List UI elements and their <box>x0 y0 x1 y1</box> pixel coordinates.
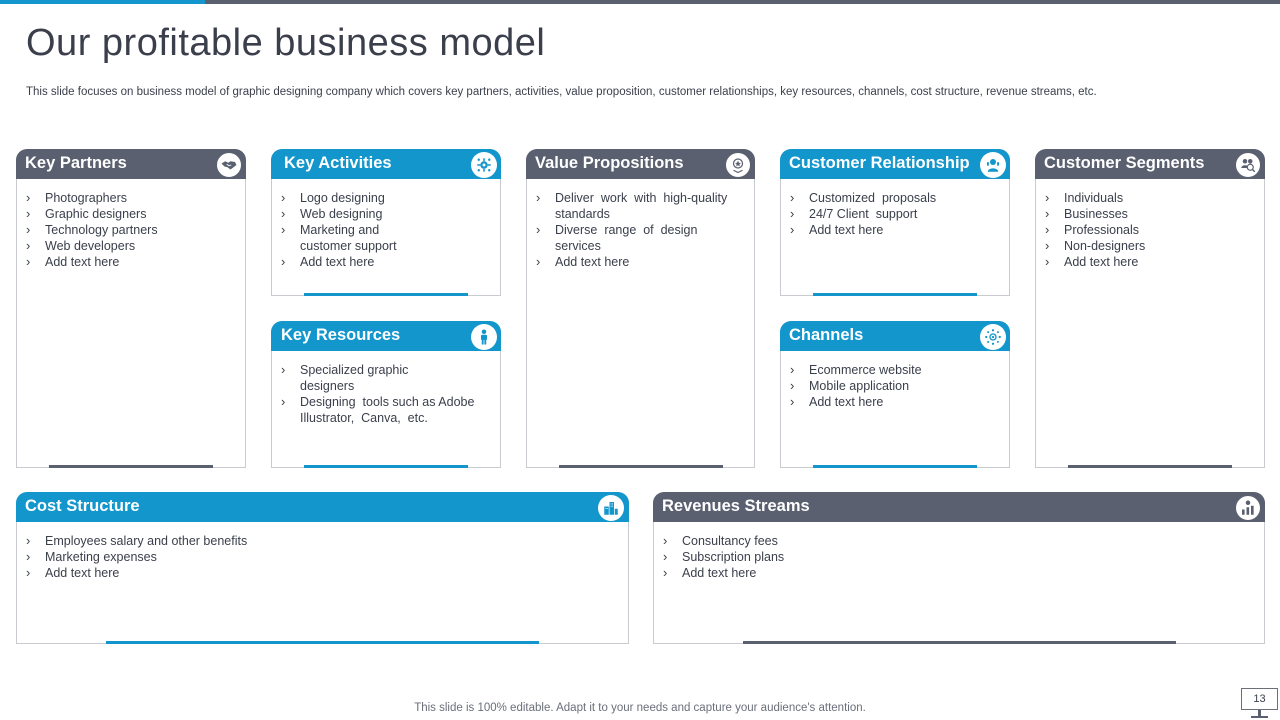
card-bottom-line <box>304 465 468 468</box>
card-bottom-line <box>304 293 468 296</box>
list-item: Non-designers <box>1045 238 1264 254</box>
network-icon <box>980 324 1006 350</box>
card-title: Customer Relationship <box>789 154 970 172</box>
card-bottom-line <box>559 465 723 468</box>
slide-footer: This slide is 100% editable. Adapt it to… <box>414 702 866 714</box>
card-bottom-line <box>813 465 977 468</box>
card-header: Key Partners <box>16 149 246 179</box>
card-list: Consultancy fees Subscription plans Add … <box>654 522 1264 581</box>
cost-icon <box>598 495 624 521</box>
card-list: Photographers Graphic designers Technolo… <box>17 179 245 270</box>
card-title: Cost Structure <box>25 497 140 515</box>
list-item: Logo designing <box>281 190 500 206</box>
list-item: Specialized graphic designers <box>281 362 422 394</box>
slide-subtitle: This slide focuses on business model of … <box>26 86 1097 98</box>
card-title: Customer Segments <box>1044 154 1205 172</box>
people-search-icon <box>1235 152 1261 178</box>
card-bottom-line <box>743 641 1176 644</box>
card-key-partners: Key Partners Photographers Graphic desig… <box>16 149 246 468</box>
card-value-propositions: Value Propositions Deliver work with hig… <box>526 149 755 468</box>
page-number-stand <box>1251 710 1268 718</box>
value-icon <box>725 152 751 178</box>
list-item: Deliver work with high-quality standards <box>536 190 754 222</box>
list-item: 24/7 Client support <box>790 206 1009 222</box>
list-item: Mobile application <box>790 378 1009 394</box>
list-item: Marketing and customer support <box>281 222 412 254</box>
card-title: Key Partners <box>25 154 127 172</box>
slide-title: Our profitable business model <box>26 22 546 64</box>
card-bottom-line <box>106 641 539 644</box>
card-title: Value Propositions <box>535 154 684 172</box>
card-title: Revenues Streams <box>662 497 810 515</box>
card-header: Key Resources <box>271 321 501 351</box>
card-header: Cost Structure <box>16 492 629 522</box>
gears-icon <box>471 152 497 178</box>
card-cost-structure: Cost Structure Employees salary and othe… <box>16 492 629 644</box>
card-customer-relationship: Customer Relationship Customized proposa… <box>780 149 1010 296</box>
card-key-activities: Key Activities Logo designing Web design… <box>271 149 501 296</box>
revenue-chart-icon <box>1235 495 1261 521</box>
card-list: Individuals Businesses Professionals Non… <box>1036 179 1264 270</box>
list-item: Technology partners <box>26 222 245 238</box>
list-item: Professionals <box>1045 222 1264 238</box>
top-bar <box>0 0 1280 4</box>
list-item: Ecommerce website <box>790 362 1009 378</box>
card-bottom-line <box>813 293 977 296</box>
card-revenue-streams: Revenues Streams Consultancy fees Subscr… <box>653 492 1265 644</box>
card-bottom-line <box>1068 465 1232 468</box>
list-item: Add text here <box>26 565 628 581</box>
card-header: Customer Segments <box>1035 149 1265 179</box>
card-list: Logo designing Web designing Marketing a… <box>272 179 500 270</box>
list-item: Graphic designers <box>26 206 245 222</box>
person-icon <box>471 324 497 350</box>
card-title: Key Activities <box>284 154 392 172</box>
card-list: Ecommerce website Mobile application Add… <box>781 351 1009 410</box>
list-item: Add text here <box>790 394 1009 410</box>
card-list: Deliver work with high-quality standards… <box>527 179 754 270</box>
list-item: Add text here <box>1045 254 1264 270</box>
list-item: Web designing <box>281 206 500 222</box>
list-item: Individuals <box>1045 190 1264 206</box>
customer-icon <box>980 152 1006 178</box>
card-header: Channels <box>780 321 1010 351</box>
card-list: Employees salary and other benefits Mark… <box>17 522 628 581</box>
card-list: Customized proposals 24/7 Client support… <box>781 179 1009 238</box>
list-item: Diverse range of design services <box>536 222 754 254</box>
card-title: Channels <box>789 326 864 344</box>
card-bottom-line <box>49 465 213 468</box>
list-item: Customized proposals <box>790 190 1009 206</box>
list-item: Employees salary and other benefits <box>26 533 628 549</box>
handshake-icon <box>216 152 242 178</box>
list-item: Add text here <box>663 565 1264 581</box>
list-item: Add text here <box>26 254 245 270</box>
list-item: Subscription plans <box>663 549 1264 565</box>
top-bar-accent <box>0 0 205 4</box>
card-list: Specialized graphic designers Designing … <box>272 351 500 426</box>
list-item: Consultancy fees <box>663 533 1264 549</box>
list-item: Add text here <box>790 222 1009 238</box>
card-title: Key Resources <box>281 326 401 344</box>
list-item: Marketing expenses <box>26 549 628 565</box>
list-item: Add text here <box>281 254 500 270</box>
card-header: Revenues Streams <box>653 492 1265 522</box>
list-item: Businesses <box>1045 206 1264 222</box>
list-item: Designing tools such as Adobe Illustrato… <box>281 394 500 426</box>
card-customer-segments: Customer Segments Individuals Businesses… <box>1035 149 1265 468</box>
card-header: Value Propositions <box>526 149 755 179</box>
list-item: Add text here <box>536 254 754 270</box>
card-key-resources: Key Resources Specialized graphic design… <box>271 321 501 468</box>
list-item: Web developers <box>26 238 245 254</box>
page-number: 13 <box>1241 688 1278 710</box>
card-header: Key Activities <box>271 149 501 179</box>
card-header: Customer Relationship <box>780 149 1010 179</box>
card-channels: Channels Ecommerce website Mobile applic… <box>780 321 1010 468</box>
list-item: Photographers <box>26 190 245 206</box>
